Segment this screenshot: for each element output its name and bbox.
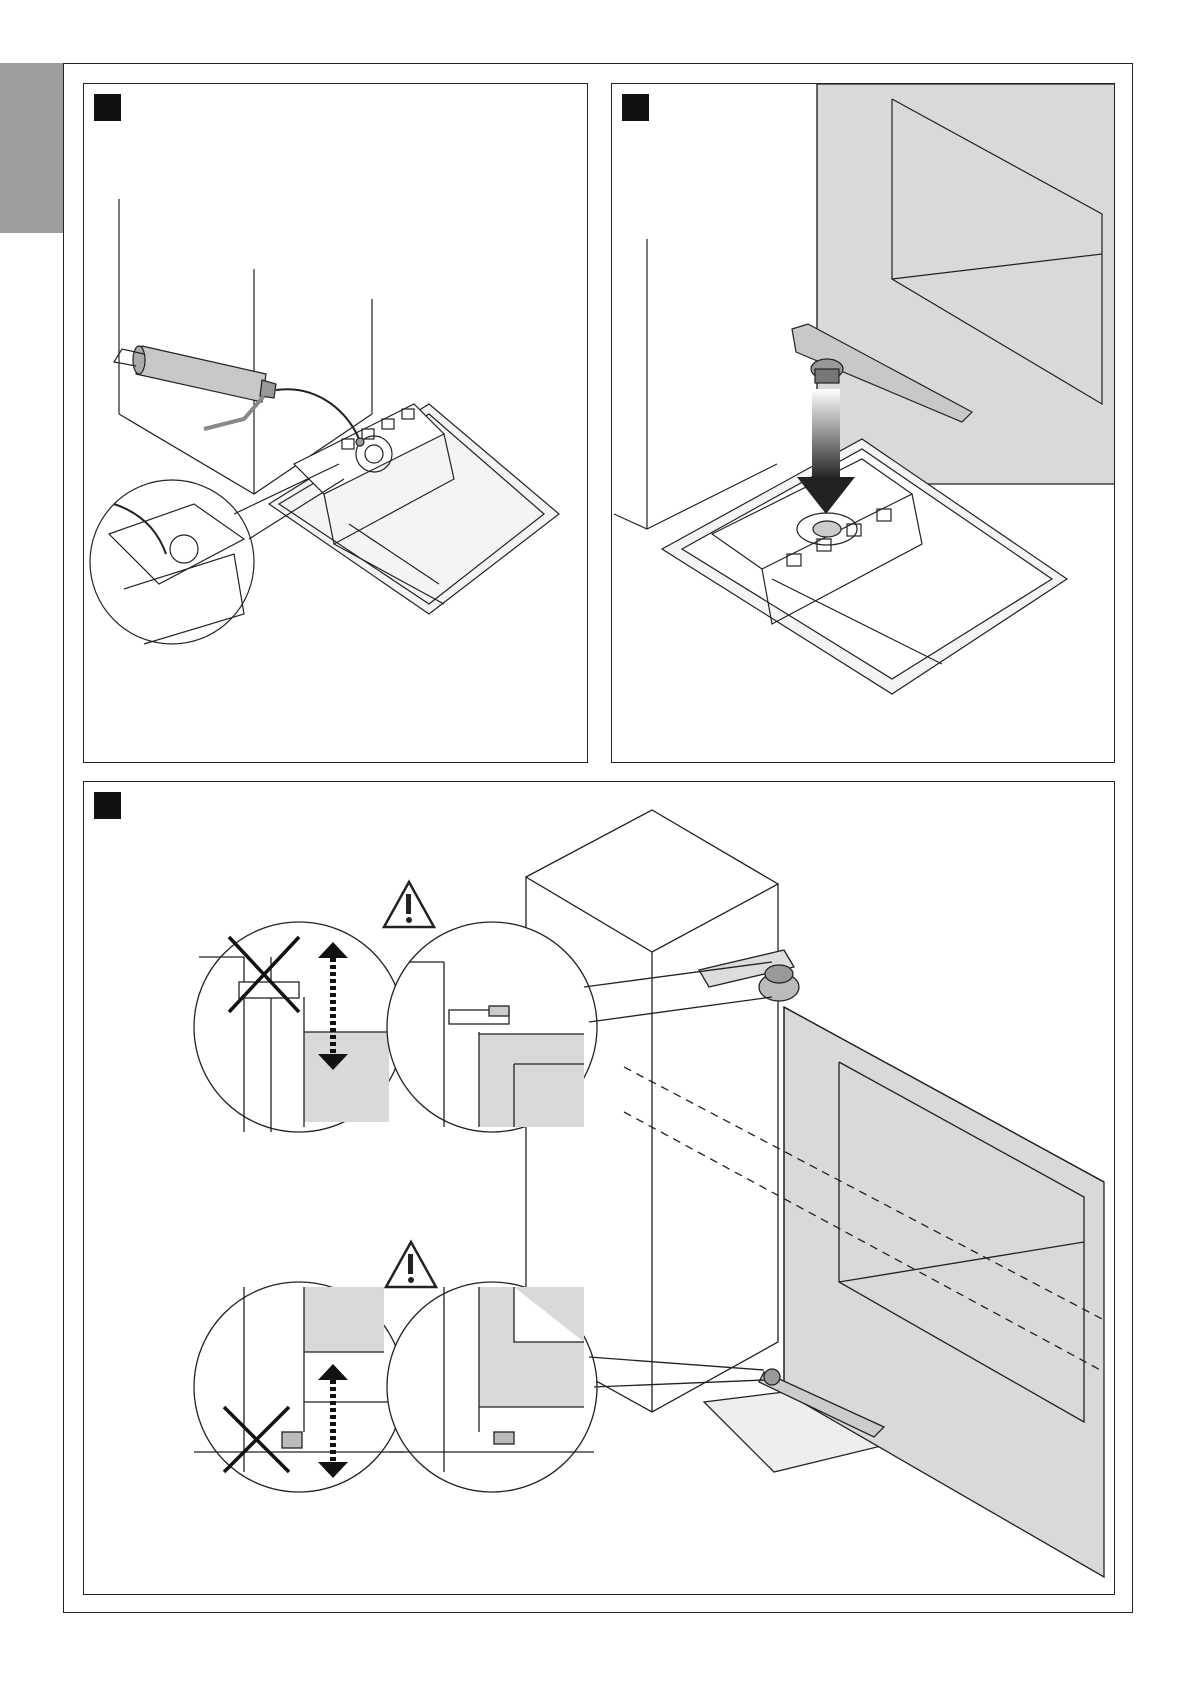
panel-check-gaps [83, 781, 1115, 1595]
gap-check-illustration [84, 782, 1115, 1595]
panel-insert-arm [611, 83, 1115, 763]
warning-triangle-icon [386, 1242, 436, 1287]
section-tab [0, 63, 63, 233]
grease-gun-illustration [84, 84, 588, 763]
warning-triangle-icon [384, 882, 434, 927]
panel-grease-gun [83, 83, 588, 763]
insert-arm-illustration [612, 84, 1115, 763]
